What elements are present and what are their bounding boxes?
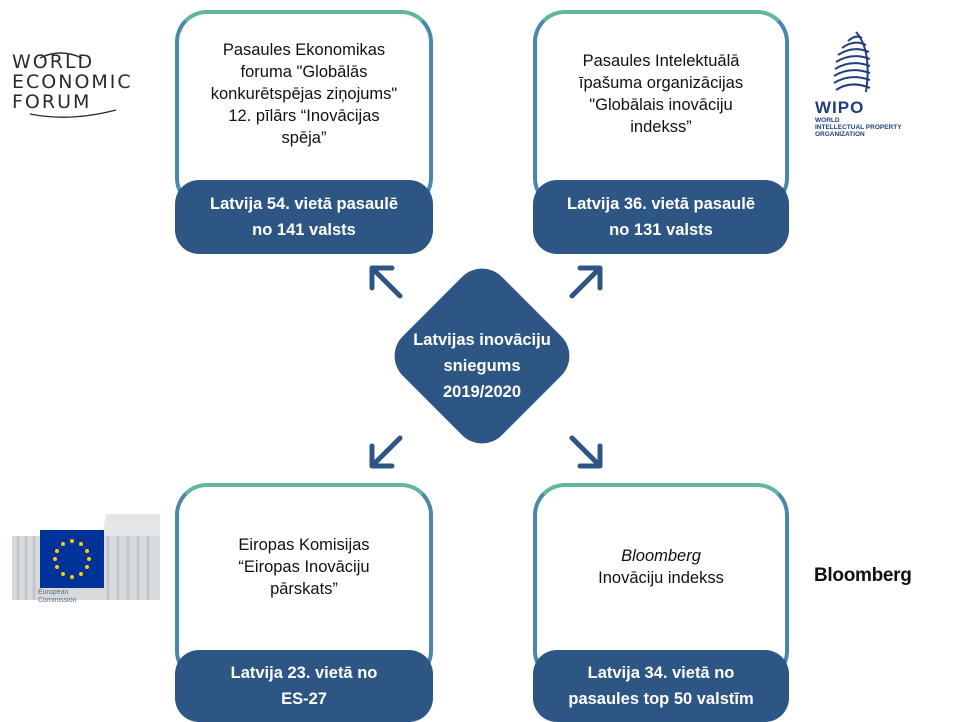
card-ec: Eiropas Komisijas “Eiropas Inovāciju pār… <box>175 483 433 683</box>
arrow-up-right-icon <box>569 265 603 299</box>
badge-text-line: pasaules top 50 valstīm <box>568 690 754 708</box>
badge-wef: Latvija 54. vietā pasaulē no 141 valsts <box>175 180 433 254</box>
card-text-line: pārskats” <box>270 580 338 598</box>
arrow-down-left-icon <box>369 435 403 469</box>
card-text-line: spēja” <box>281 129 327 147</box>
badge-text-line: Latvija 54. vietā pasaulē <box>209 195 399 213</box>
card-text-line: “Eiropas Inovāciju <box>238 558 370 576</box>
ec-caption-line: Commission <box>38 597 77 604</box>
badge-ec: Latvija 23. vietā no ES-27 <box>175 650 433 722</box>
badge-text-line: Latvija 36. vietā pasaulē <box>566 195 756 213</box>
badge-wipo: Latvija 36. vietā pasaulē no 131 valsts <box>533 180 789 254</box>
center-text-line: sniegums <box>443 357 521 375</box>
badge-text-line: Latvija 23. vietā no <box>230 664 378 682</box>
wef-logo-line: FORUM <box>12 91 92 113</box>
center-text-line: Latvijas inovāciju <box>413 331 551 349</box>
wipo-subtitle-line: INTELLECTUAL PROPERTY <box>815 124 902 131</box>
wipo-subtitle-line: ORGANIZATION <box>815 131 865 138</box>
wipo-globe-logo-icon <box>833 31 871 93</box>
card-text-line: Pasaules Intelektuālā <box>582 52 740 70</box>
card-wipo-text: Pasaules Intelektuālā īpašuma organizāci… <box>579 50 743 138</box>
card-text-line: Inovāciju indekss <box>598 569 724 587</box>
wipo-wordmark: WIPO <box>815 98 865 117</box>
wipo-subtitle-line: WORLD <box>815 117 840 124</box>
card-text-line: Eiropas Komisijas <box>238 536 370 554</box>
badge-text-line: no 131 valsts <box>609 221 713 239</box>
card-text-line: Pasaules Ekonomikas <box>222 41 386 59</box>
center-text-line: 2019/2020 <box>443 383 521 401</box>
badge-bloomberg: Latvija 34. vietā no pasaules top 50 val… <box>533 650 789 722</box>
card-wef-text: Pasaules Ekonomikas foruma "Globālās kon… <box>211 39 398 149</box>
card-text-line: īpašuma organizācijas <box>578 74 744 92</box>
eu-flag-building-logo-icon <box>12 514 160 600</box>
ec-caption-line: European <box>38 589 69 596</box>
card-text-line-italic: Bloomberg <box>621 547 701 565</box>
wef-logo-line: ECONOMIC <box>12 71 133 93</box>
card-text-line: 12. pīlārs “Inovācijas <box>228 107 380 125</box>
card-text-line: foruma "Globālās <box>240 63 368 81</box>
arrow-down-right-icon <box>569 435 603 469</box>
badge-text-line: ES-27 <box>281 690 327 708</box>
bloomberg-wordmark-icon: Bloomberg <box>814 565 912 586</box>
wipo-subtitle: WORLD INTELLECTUAL PROPERTY ORGANIZATION <box>815 117 902 138</box>
card-text-line: konkurētspējas ziņojums" <box>210 85 398 103</box>
wef-logo-arc-icon <box>29 52 117 118</box>
badge-text-line: Latvija 34. vietā no <box>587 664 735 682</box>
arrow-up-left-icon <box>369 265 403 299</box>
card-bloomberg: Bloomberg Inovāciju indekss <box>533 483 789 683</box>
center-label: Latvijas inovāciju sniegums 2019/2020 <box>392 318 572 414</box>
wef-logo-line: WORLD <box>12 51 95 73</box>
wef-logo-icon: WORLD ECONOMIC FORUM <box>12 52 148 112</box>
card-wef: Pasaules Ekonomikas foruma "Globālās kon… <box>175 10 433 210</box>
card-text-line: indekss” <box>630 118 692 136</box>
ec-caption: European Commission <box>38 589 77 605</box>
card-ec-text: Eiropas Komisijas “Eiropas Inovāciju pār… <box>238 534 369 600</box>
card-text-line: "Globālais inovāciju <box>589 96 733 114</box>
badge-text-line: no 141 valsts <box>252 221 356 239</box>
card-bloomberg-text: Bloomberg Inovāciju indekss <box>598 545 724 589</box>
